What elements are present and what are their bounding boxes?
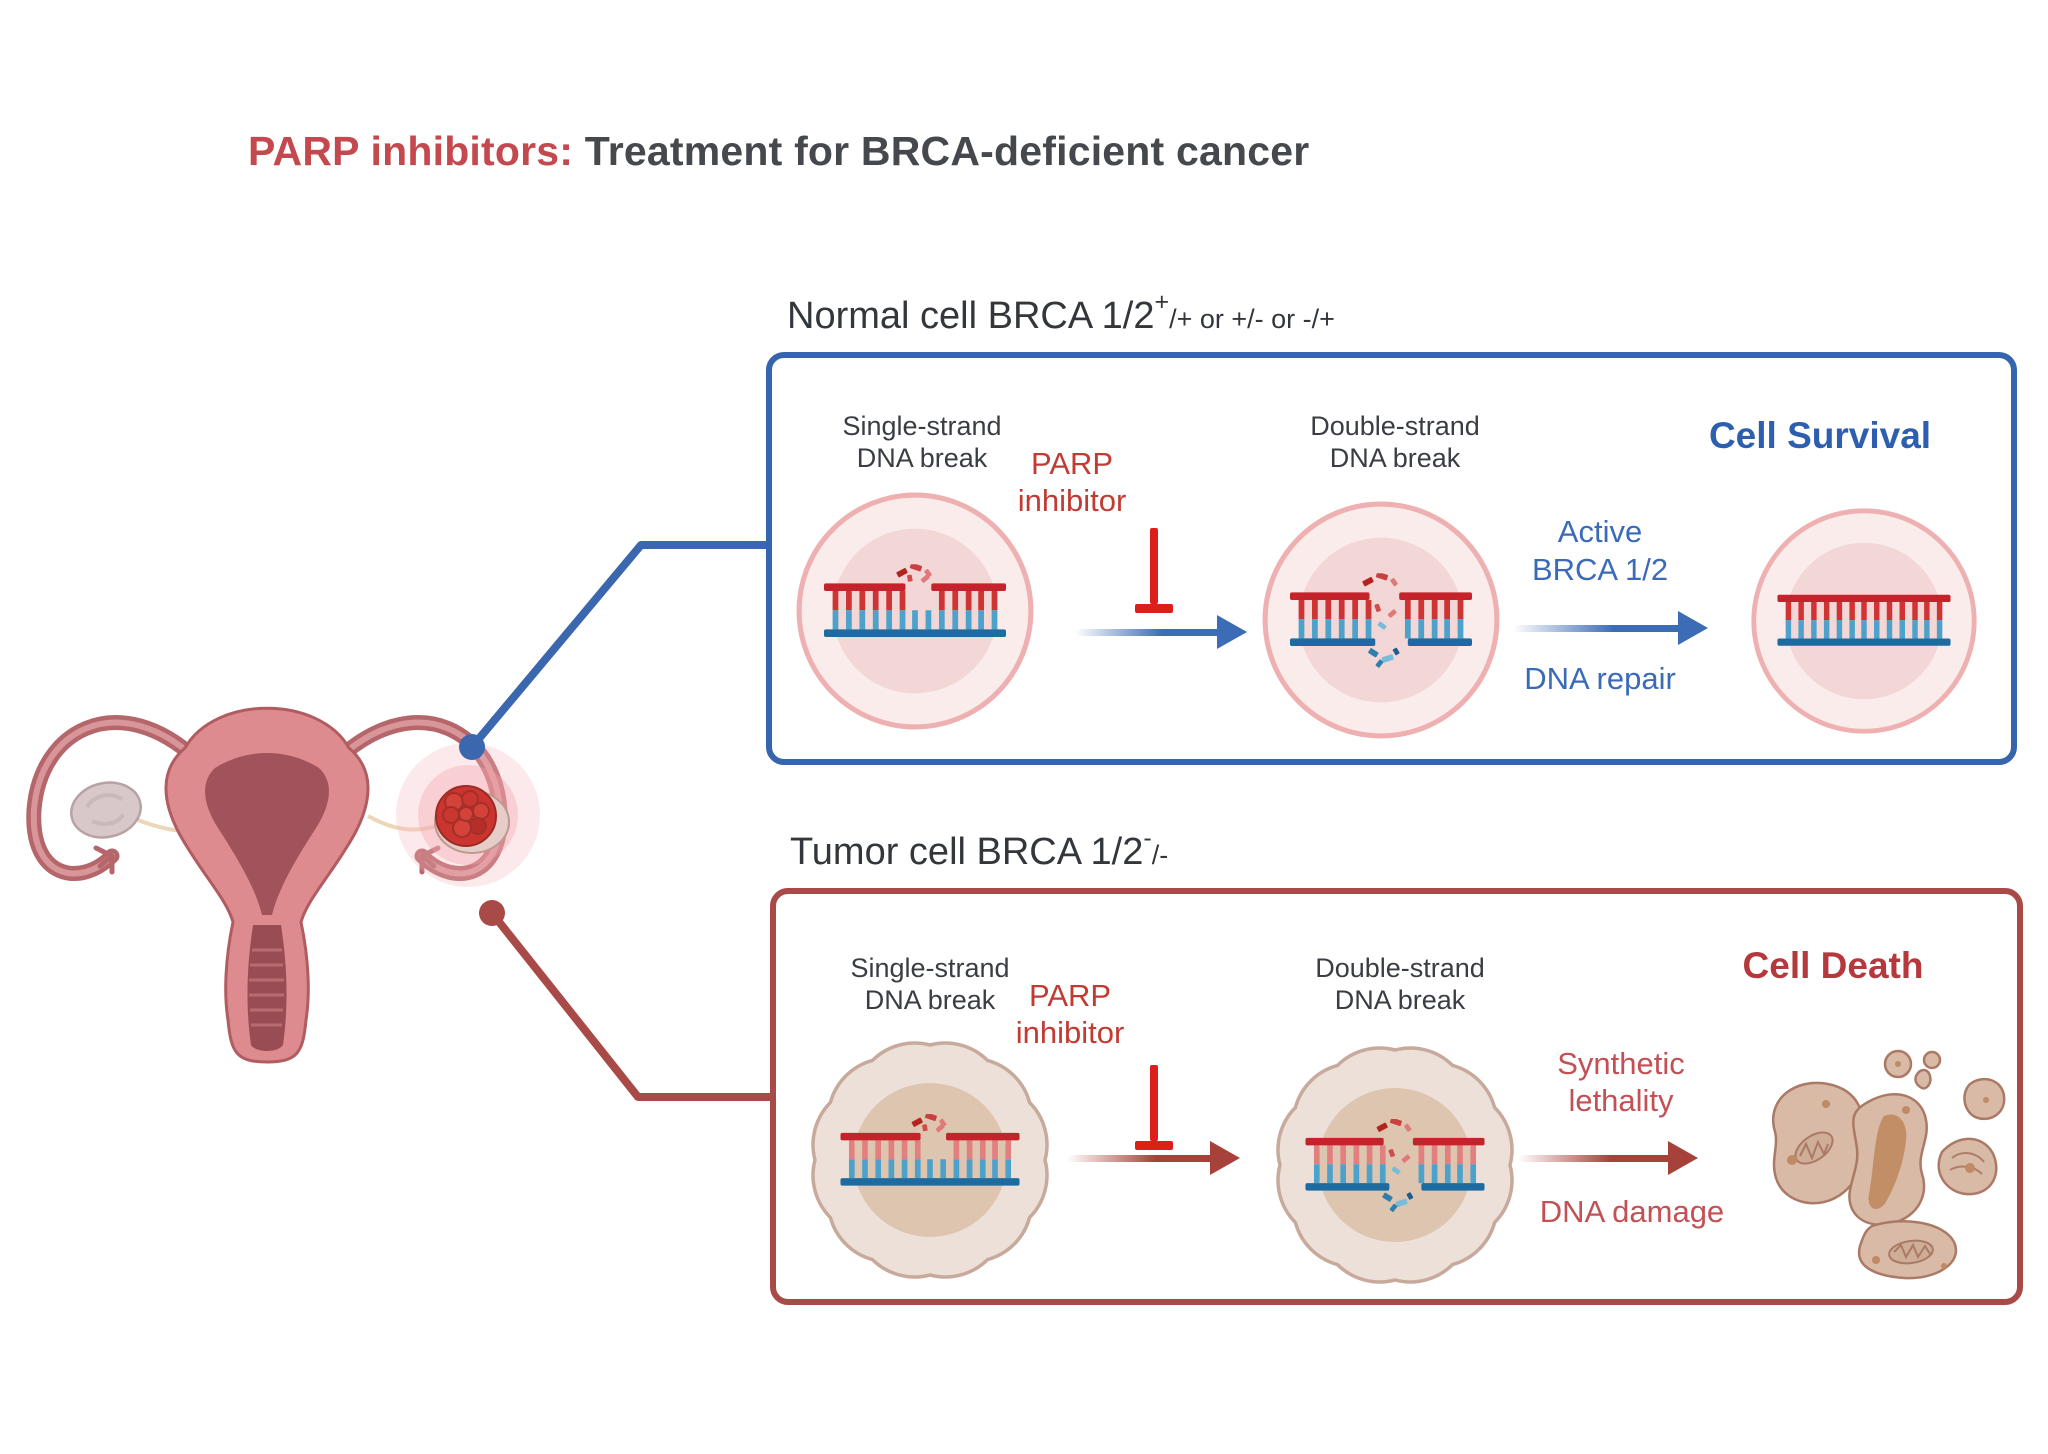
dna-intact-icon	[1777, 594, 1951, 646]
label-cell-death: Cell Death	[1742, 945, 1924, 986]
label-active-brca: Active BRCA 1/2	[1531, 514, 1669, 587]
inhibition-symbol-icon	[1135, 1065, 1173, 1151]
normal-cell-dsb-icon	[1259, 498, 1503, 742]
label-double-strand-break: Double-strand DNA break	[1310, 411, 1480, 473]
title-rest: Treatment for BRCA-deficient cancer	[573, 128, 1310, 174]
page-title: PARP inhibitors: Treatment for BRCA-defi…	[248, 128, 1309, 175]
cell-debris-dots-icon	[1787, 1061, 1989, 1269]
arrow-to-dsb-icon	[1075, 615, 1247, 649]
label-dna-damage: DNA damage	[1539, 1194, 1725, 1229]
arrow-to-dsb-icon	[1067, 1141, 1240, 1175]
label-synthetic-lethality: Synthetic lethality	[1557, 1046, 1685, 1118]
arrow-to-survival-icon	[1513, 611, 1708, 645]
label-single-strand-break: Single-strand DNA break	[850, 953, 1010, 1015]
mitochondria-icon	[1794, 1131, 1985, 1265]
tumor-cell-dsb-icon	[1275, 1045, 1515, 1285]
label-parp-inhibitor: PARP inhibitor	[1015, 978, 1125, 1050]
label-dna-repair: DNA repair	[1524, 661, 1676, 696]
dead-cell-icon	[1771, 1049, 2006, 1280]
label-single-strand-break: Single-strand DNA break	[842, 411, 1002, 473]
label-double-strand-break: Double-strand DNA break	[1315, 953, 1485, 1015]
arrow-to-death-icon	[1518, 1141, 1698, 1175]
normal-ovary-icon	[70, 781, 142, 839]
tumor-cell-panel: Single-strand DNA break PARP inhibitor D…	[770, 888, 2023, 1305]
label-cell-survival: Cell Survival	[1708, 415, 1932, 456]
uterus-illustration	[26, 706, 540, 1064]
ovarian-tumor-icon	[396, 743, 540, 887]
uterine-cavity-icon	[205, 753, 329, 915]
tumor-cell-ssb-icon	[810, 1040, 1050, 1280]
cervical-canal-icon	[247, 925, 287, 1051]
label-parp-inhibitor: PARP inhibitor	[1017, 446, 1127, 518]
tumor-panel-heading: Tumor cell BRCA 1/2-/-	[790, 824, 1169, 873]
normal-cell-repaired-icon	[1748, 505, 1980, 737]
dead-cell-core-icon	[1868, 1114, 1907, 1209]
normal-panel-heading: Normal cell BRCA 1/2+/+ or +/- or -/+	[787, 288, 1335, 337]
normal-cell-panel: Single-strand DNA break PARP inhibitor D…	[766, 352, 2017, 765]
title-highlight: PARP inhibitors:	[248, 128, 574, 174]
normal-cell-ssb-icon	[793, 489, 1037, 733]
genotype-superscript: +	[1154, 288, 1170, 316]
genotype-superscript: -	[1143, 824, 1152, 852]
inhibition-symbol-icon	[1135, 528, 1173, 614]
